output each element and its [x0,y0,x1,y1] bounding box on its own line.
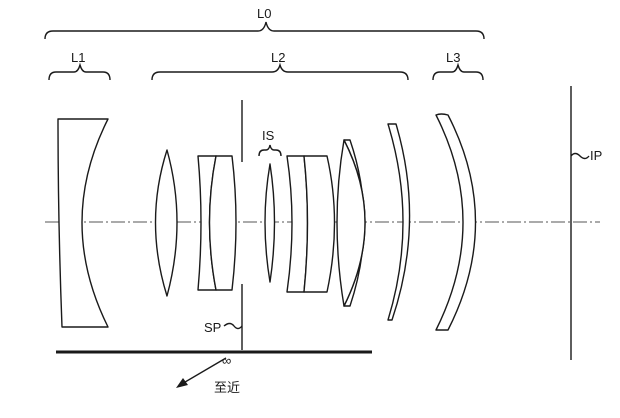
lens-l3 [435,113,477,331]
lens-is [264,163,276,283]
close-focus-arrowhead [176,378,188,388]
label-ip: IP [590,148,602,163]
lens-l2-5 [303,155,336,293]
brace-l0 [44,21,485,40]
lens-l2-6b [336,139,366,307]
label-infinity: ∞ [222,353,231,368]
brace-l3 [432,62,484,81]
brace-l2 [151,62,409,81]
close-focus-arrow [179,357,227,386]
label-sp: SP [204,320,221,335]
sp-leader [223,322,243,330]
lens-l2-7 [387,123,411,321]
lens-l1 [57,118,109,328]
label-l2: L2 [271,50,285,65]
label-l0: L0 [257,6,271,21]
label-l1: L1 [71,50,85,65]
lens-l2-4 [286,155,309,293]
brace-l1 [48,62,111,81]
ip-leader [570,152,590,160]
brace-is [258,144,282,157]
label-close: 至近 [214,380,240,395]
label-l3: L3 [446,50,460,65]
lens-l2-1 [154,149,178,297]
lens-l2-3 [208,155,237,291]
label-is: IS [262,128,275,143]
